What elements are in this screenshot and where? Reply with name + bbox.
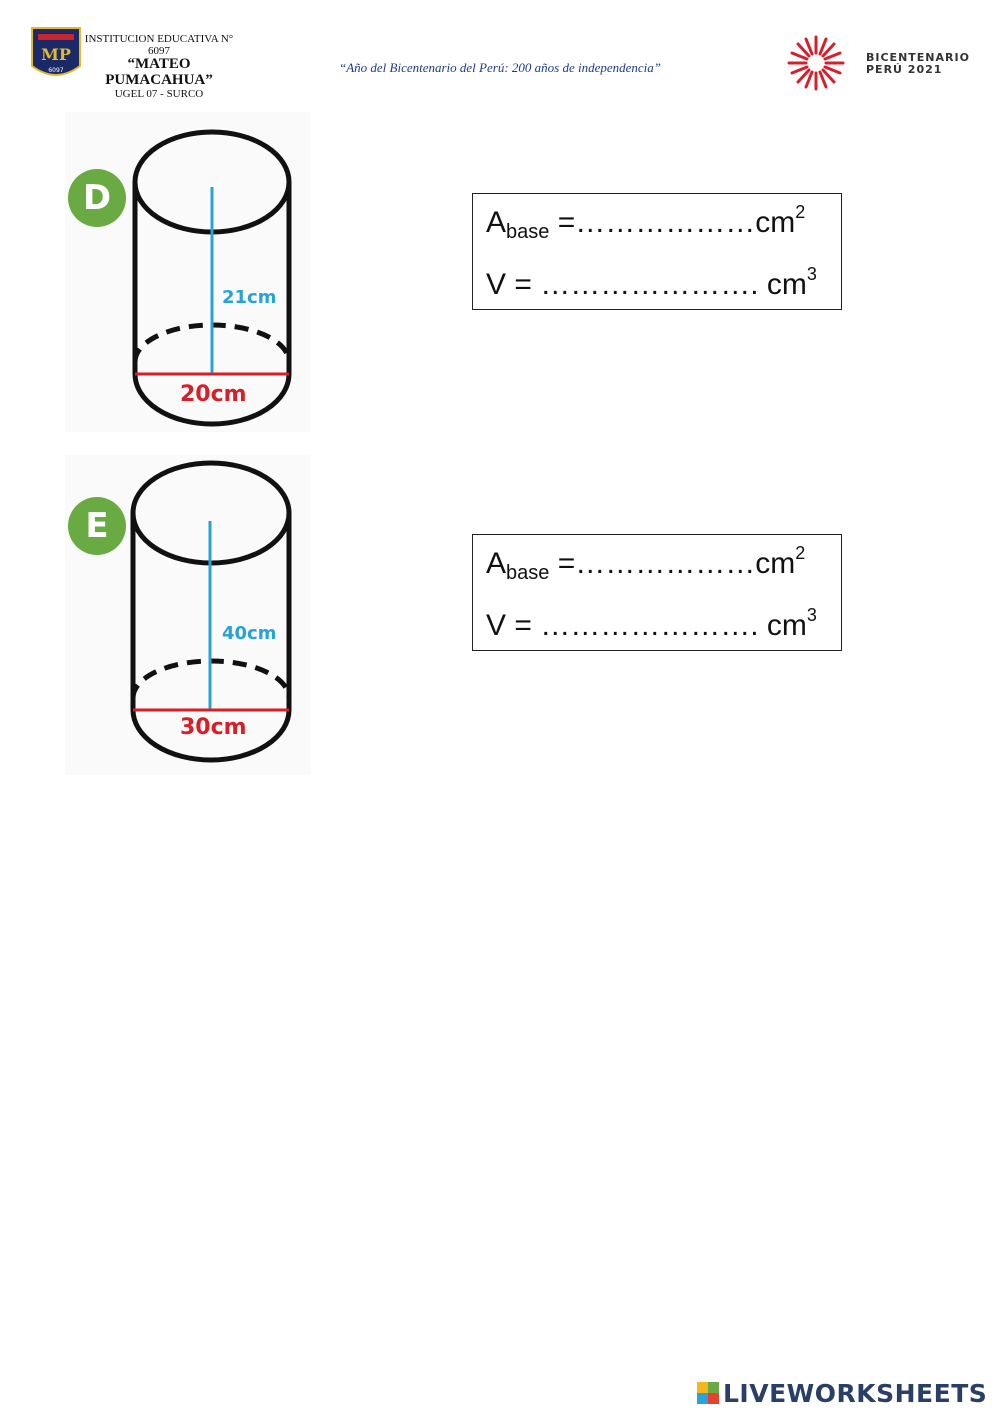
diameter-label: 30cm <box>180 715 247 740</box>
area-subscript: base <box>506 562 550 584</box>
cylinder-d-drawing <box>132 129 292 427</box>
bicentenario-line-2: PERÚ 2021 <box>866 62 943 76</box>
exercise-d-figure: D 21cm 20cm <box>60 112 320 432</box>
exercise-e-figure: E 40cm 30cm <box>60 455 320 775</box>
volume-exponent: 3 <box>806 264 817 284</box>
liveworksheets-brand: LIVEWORKSHEETS <box>723 1378 988 1408</box>
bicentenario-text: BICENTENARIO PERÚ 2021 <box>866 52 970 75</box>
height-label: 21cm <box>222 287 277 308</box>
cylinder-e-drawing <box>130 460 292 763</box>
volume-exponent: 3 <box>806 605 817 625</box>
page-header: MP 6097 INSTITUCION EDUCATIVA N° 6097 “M… <box>0 0 1000 100</box>
area-exponent: 2 <box>795 202 806 222</box>
svg-text:MP: MP <box>41 45 71 64</box>
svg-text:6097: 6097 <box>48 67 63 74</box>
area-blank[interactable]: =………………cm <box>549 206 796 239</box>
area-exponent: 2 <box>795 543 806 563</box>
school-line-3: UGEL 07 - SURCO <box>114 87 204 100</box>
answer-box-d: Abase =………………cm2 V = …………………. cm3 <box>472 193 842 310</box>
bicentenario-line-1: BICENTENARIO <box>866 51 970 64</box>
exercise-letter-badge: D <box>68 169 126 227</box>
motto: “Año del Bicentenario del Perú: 200 años… <box>338 60 662 75</box>
bicentenario-sunburst-icon <box>787 35 845 91</box>
answer-box-e: Abase =………………cm2 V = …………………. cm3 <box>472 534 842 651</box>
school-line-2: “MATEO PUMACAHUA” <box>105 56 213 88</box>
school-name-block: INSTITUCION EDUCATIVA N° 6097 “MATEO PUM… <box>84 33 234 100</box>
figure-background <box>65 112 310 432</box>
liveworksheets-logo[interactable]: LIVEWORKSHEETS <box>697 1376 987 1410</box>
volume-line: V = …………………. cm3 <box>486 264 817 302</box>
volume-blank[interactable]: V = …………………. cm <box>486 609 807 642</box>
height-label: 40cm <box>222 623 277 644</box>
area-blank[interactable]: =………………cm <box>549 547 796 580</box>
volume-blank[interactable]: V = …………………. cm <box>486 268 807 301</box>
diameter-label: 20cm <box>180 382 247 407</box>
school-line-1: INSTITUCION EDUCATIVA N° 6097 <box>84 33 234 57</box>
liveworksheets-logo-icon <box>697 1382 719 1404</box>
volume-line: V = …………………. cm3 <box>486 605 817 643</box>
area-base-line: Abase =………………cm2 <box>486 202 805 244</box>
area-symbol: A <box>486 547 507 580</box>
exercise-letter-badge: E <box>68 497 126 555</box>
area-base-line: Abase =………………cm2 <box>486 543 805 585</box>
area-symbol: A <box>486 206 507 239</box>
school-crest-icon: MP 6097 <box>31 27 81 76</box>
area-subscript: base <box>506 221 550 243</box>
